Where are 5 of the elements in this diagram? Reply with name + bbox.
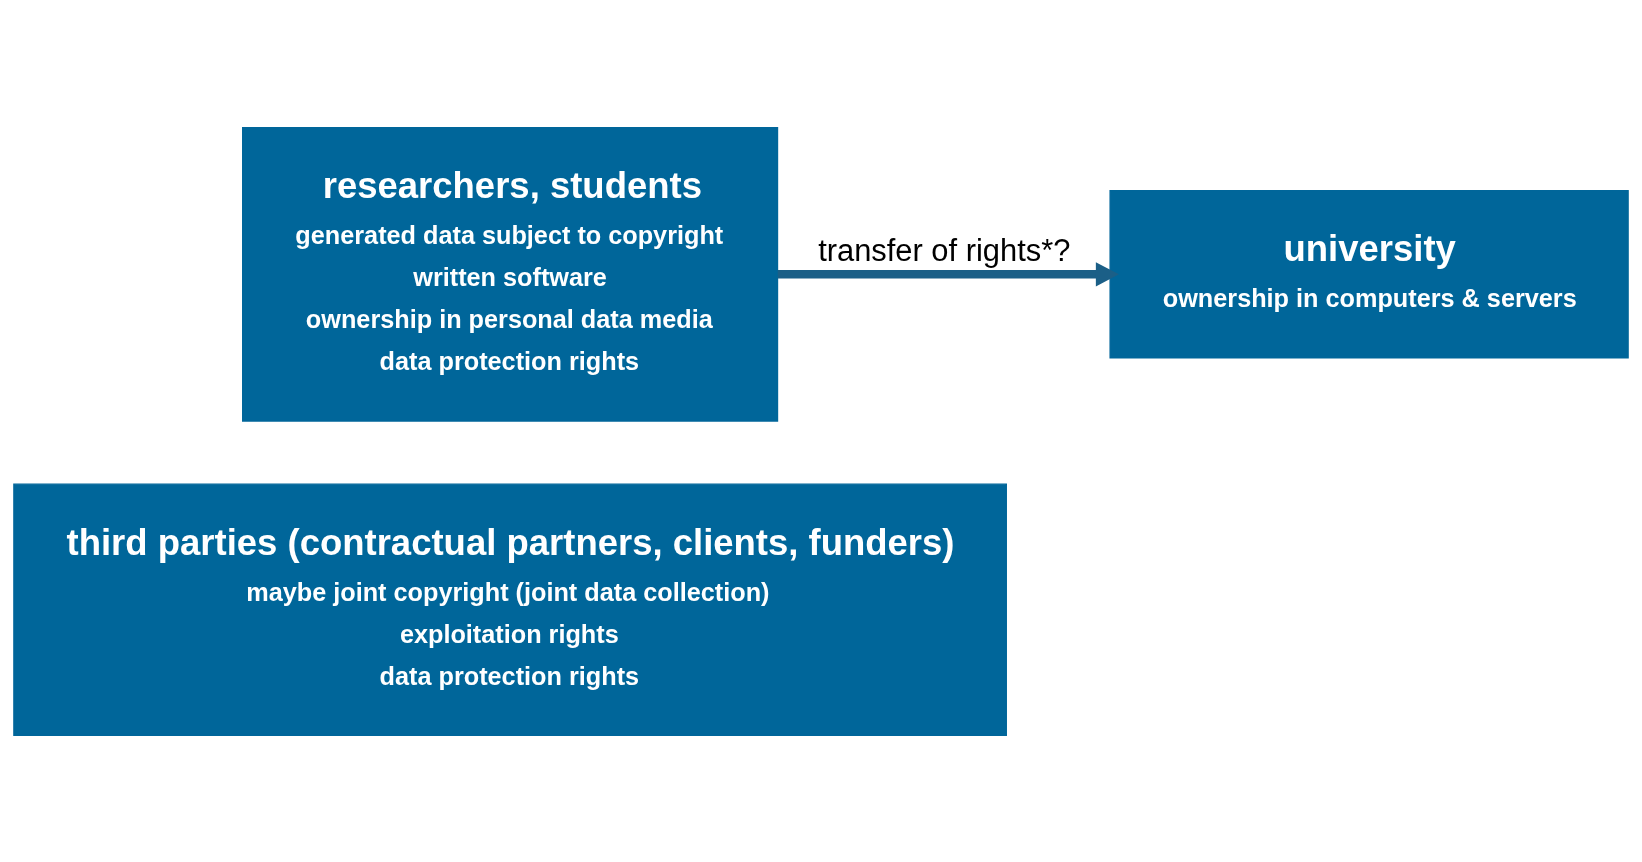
node-box: third parties (contractual partners, clients, funders) maybe joint copyright (joint data collection) exploitation rights data protection rights — [13, 482, 1007, 736]
arrow — [777, 261, 1119, 286]
node-box: university ownership in computers & servers — [1109, 189, 1629, 358]
edge-label: transfer of rights*? — [818, 232, 1071, 268]
node-box: researchers, students generated data subject to copyright written software ownership in personal data media data protection rights — [242, 126, 779, 422]
